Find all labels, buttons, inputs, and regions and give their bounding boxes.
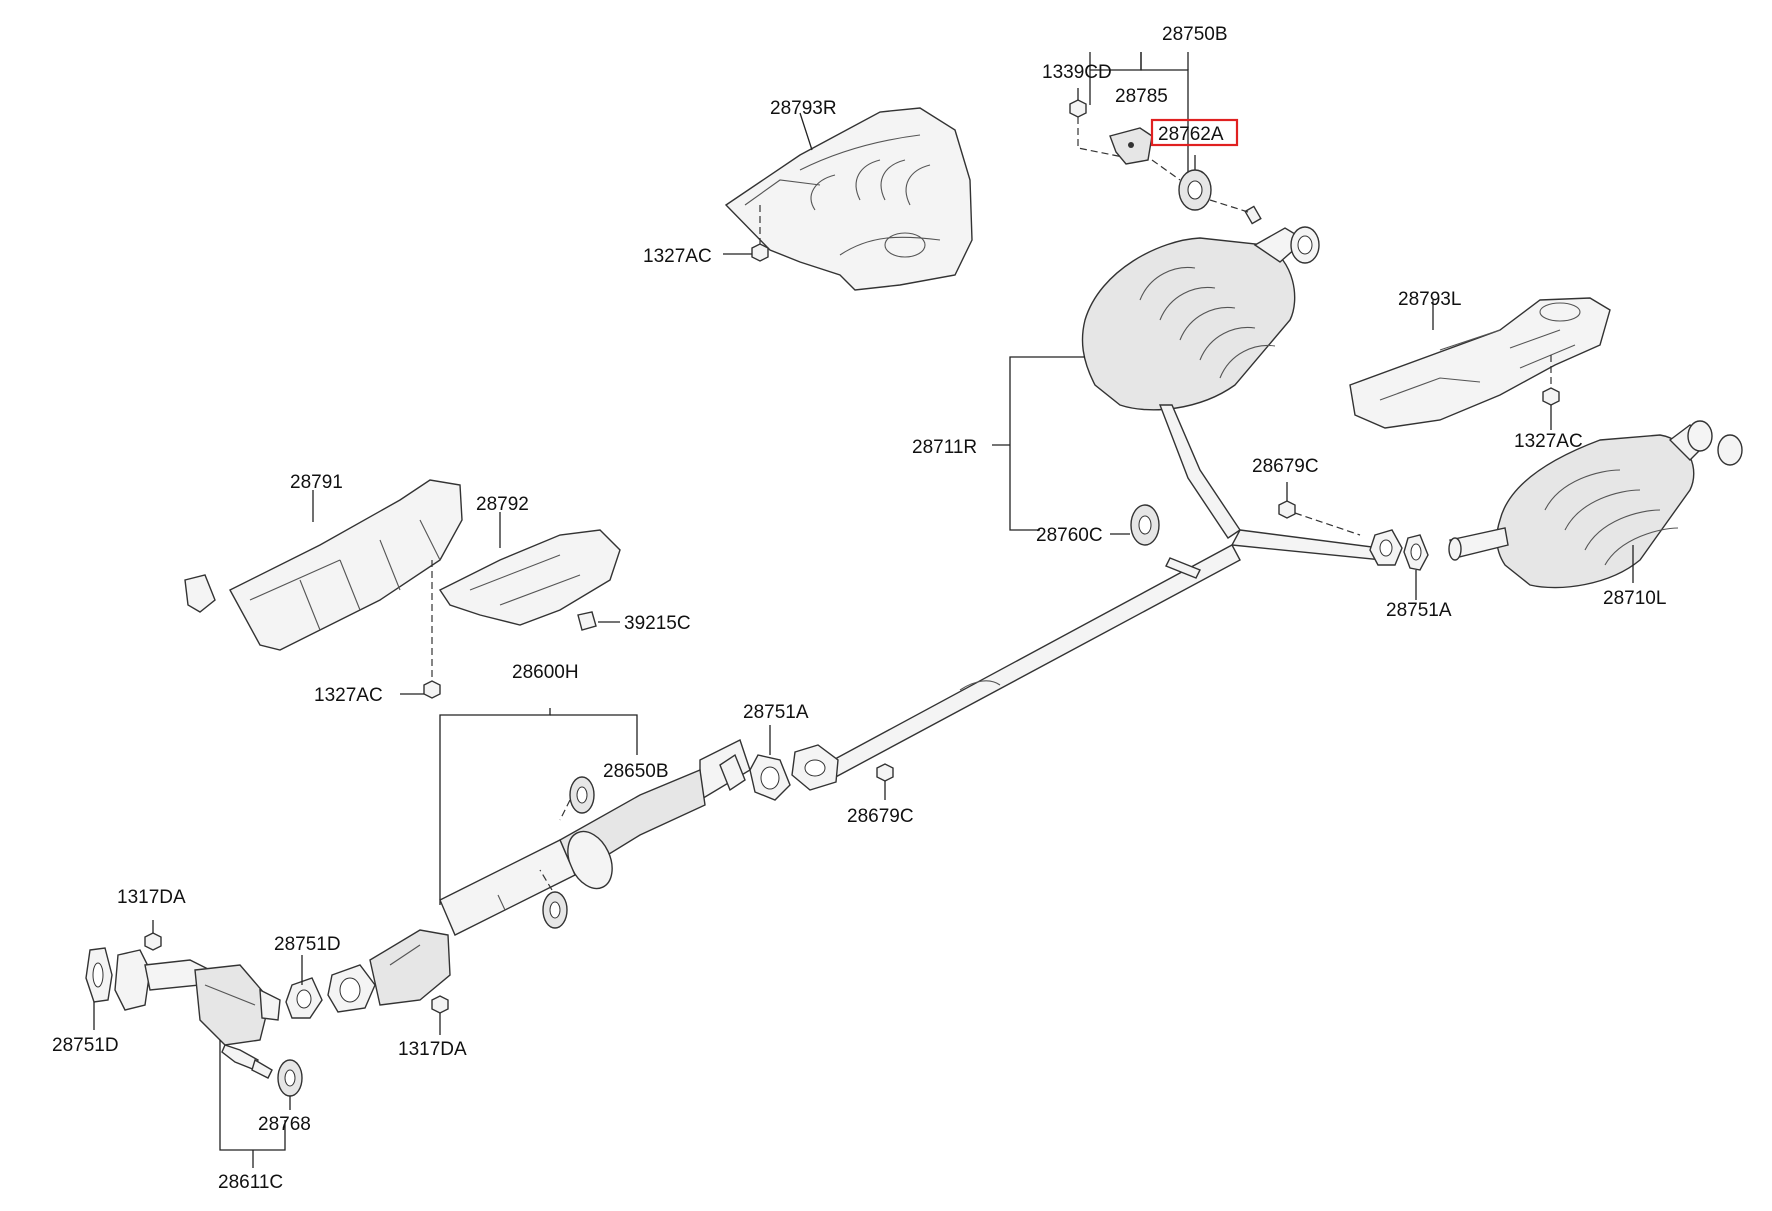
front-pipe-28611C[interactable] (114, 949, 281, 1079)
label-28792[interactable]: 28792 (476, 494, 529, 515)
catalytic-converter-28650B[interactable] (439, 739, 751, 936)
part-labels: 28750B 1339CD 28785 28762A 28793R 1327AC… (52, 24, 1666, 1193)
catalytic-converter-28600H[interactable] (327, 929, 451, 1013)
label-1327AC-top[interactable]: 1327AC (643, 246, 712, 267)
label-28791[interactable]: 28791 (290, 472, 343, 493)
label-28611C[interactable]: 28611C (218, 1172, 283, 1193)
heat-shield-28792[interactable] (438, 512, 621, 626)
gasket-28751D-left[interactable] (85, 947, 113, 1003)
label-28785[interactable]: 28785 (1115, 86, 1168, 107)
nut-1317da-top[interactable] (144, 932, 162, 951)
label-28751D-mid[interactable]: 28751D (274, 934, 341, 955)
gasket-28751D-mid[interactable] (285, 977, 323, 1019)
rear-muffler-28711R[interactable] (1081, 226, 1320, 411)
label-1317DA-top[interactable]: 1317DA (117, 887, 186, 908)
label-28762A[interactable]: 28762A (1158, 124, 1224, 145)
label-28751A-right[interactable]: 28751A (1386, 600, 1452, 621)
heat-shield-28793L[interactable] (1349, 297, 1611, 430)
center-pipe[interactable] (791, 404, 1403, 791)
label-39215C[interactable]: 39215C (624, 613, 691, 634)
nut-1339cd[interactable] (1069, 99, 1087, 118)
label-28793L[interactable]: 28793L (1398, 289, 1461, 310)
label-28768[interactable]: 28768 (258, 1114, 311, 1135)
label-1327AC-left[interactable]: 1327AC (314, 685, 383, 706)
label-1327AC-right[interactable]: 1327AC (1514, 431, 1583, 452)
rubber-hanger-catalyst-upper[interactable] (569, 776, 595, 814)
nut-1327ac-top[interactable] (751, 243, 769, 262)
label-1317DA-mid[interactable]: 1317DA (398, 1039, 467, 1060)
gasket-28751A-right[interactable] (1403, 534, 1429, 571)
label-28793R[interactable]: 28793R (770, 98, 837, 119)
nut-1327ac-right[interactable] (1542, 387, 1560, 406)
label-28751D-left[interactable]: 28751D (52, 1035, 119, 1056)
rubber-hanger-28760C[interactable] (1130, 504, 1160, 546)
label-28600H[interactable]: 28600H (512, 662, 579, 683)
clip-39215C[interactable] (577, 611, 597, 631)
nut-1327ac-left[interactable] (423, 680, 441, 699)
gasket-28751A-mid[interactable] (749, 754, 791, 801)
label-28750B[interactable]: 28750B (1162, 24, 1228, 45)
label-28650B[interactable]: 28650B (603, 761, 669, 782)
label-28711R[interactable]: 28711R (912, 437, 977, 458)
label-28760C[interactable]: 28760C (1036, 525, 1103, 546)
heat-shield-28791[interactable] (184, 479, 463, 651)
hanger-group-28750B (1069, 52, 1262, 225)
label-28751A-mid[interactable]: 28751A (743, 702, 809, 723)
nut-28679c-mid[interactable] (876, 763, 894, 782)
label-28679C-top[interactable]: 28679C (1252, 456, 1319, 477)
heat-shield-28793R[interactable] (723, 107, 973, 291)
nut-28679c-top[interactable] (1278, 500, 1296, 519)
rear-muffler-28710L[interactable] (1448, 420, 1743, 589)
rubber-hanger-28768[interactable] (277, 1059, 303, 1097)
nut-1317da-mid[interactable] (431, 995, 449, 1014)
label-28710L[interactable]: 28710L (1603, 588, 1666, 609)
highlight-box-28762A (1150, 118, 1239, 147)
label-1339CD[interactable]: 1339CD (1042, 62, 1112, 83)
label-28679C-mid[interactable]: 28679C (847, 806, 914, 827)
rubber-hanger-catalyst-lower[interactable] (542, 891, 568, 929)
